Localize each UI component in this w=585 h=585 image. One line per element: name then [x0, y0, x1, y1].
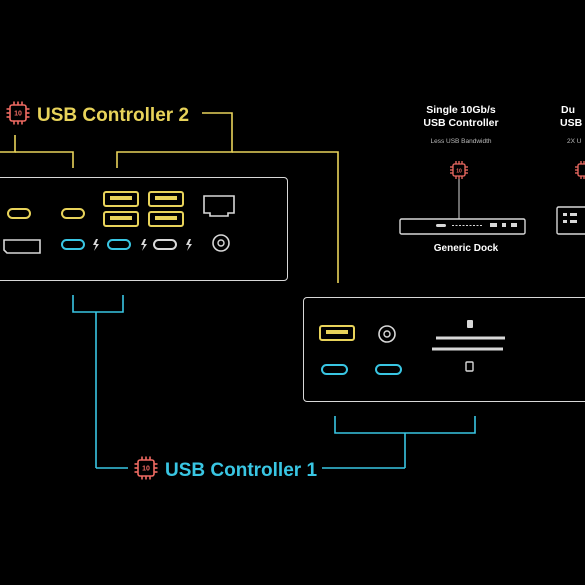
usb-c-port	[7, 208, 31, 219]
dual-title-line-1: Du	[561, 104, 575, 116]
thunderbolt-icon	[141, 239, 147, 251]
chip-icon: 10	[134, 456, 158, 485]
usb-a-port	[319, 325, 355, 341]
controller-2-label: USB Controller 2	[37, 104, 190, 126]
thunderbolt-icon	[186, 239, 192, 251]
usb-a-port	[103, 211, 139, 227]
dual-dock-body	[556, 206, 585, 235]
thunderbolt-icon	[93, 239, 99, 251]
generic-title-line-1: Single 10Gb/s	[426, 104, 496, 116]
dual-title-line-2: USB	[560, 117, 583, 129]
controller-2-header: 10 USB Controller 2	[6, 101, 189, 130]
controller-1-bracket	[72, 295, 476, 469]
power-port	[212, 234, 230, 252]
usb-c-port	[153, 239, 177, 250]
generic-dock-panel: Single 10Gb/s USB Controller Less USB Ba…	[400, 104, 522, 145]
usb-c-port	[61, 239, 85, 250]
controller-1-label: USB Controller 1	[165, 459, 318, 481]
chip-icon	[575, 161, 585, 179]
usb-c-port	[321, 364, 348, 375]
sd-card-icon	[467, 320, 473, 328]
generic-title-line-2: USB Controller	[423, 117, 499, 129]
chip-icon: 10	[450, 161, 468, 179]
main-dock	[0, 177, 288, 281]
chip-icon: 10	[6, 101, 30, 130]
dual-dock-panel: Du USB 2X U	[560, 104, 583, 145]
controller-2-bracket	[0, 112, 339, 283]
usb-c-port	[61, 208, 85, 219]
microsd-card-icon	[465, 361, 474, 372]
usb-a-port	[103, 191, 139, 207]
dual-note: 2X U	[567, 138, 582, 145]
usb-a-port	[148, 211, 184, 227]
displayport-port	[3, 239, 41, 254]
generic-dock-name: Generic Dock	[433, 243, 499, 254]
usb-c-port	[375, 364, 402, 375]
controller-1-header: 10 USB Controller 1	[134, 456, 317, 485]
svg-text:10: 10	[142, 466, 150, 473]
svg-text:10: 10	[456, 169, 462, 175]
audio-jack	[378, 325, 396, 343]
generic-dock-body	[399, 218, 526, 235]
usb-c-port	[107, 239, 131, 250]
svg-text:10: 10	[14, 111, 22, 118]
usb-a-port	[148, 191, 184, 207]
generic-note: Less USB Bandwidth	[430, 138, 492, 145]
ethernet-port	[203, 195, 235, 217]
